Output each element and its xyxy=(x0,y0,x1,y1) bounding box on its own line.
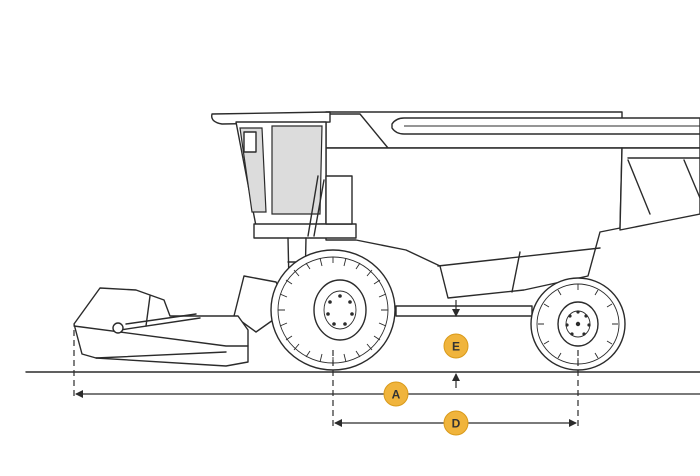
tower xyxy=(325,175,353,225)
reel-hub xyxy=(112,322,124,334)
reel-arm xyxy=(119,317,201,331)
header-lower-edge xyxy=(95,351,227,359)
rear-line-2 xyxy=(683,159,700,199)
rear-wheel xyxy=(530,277,626,371)
label-badge-e: E xyxy=(443,333,469,359)
combine-harvester xyxy=(73,111,700,371)
header-upper xyxy=(73,287,249,367)
label-badge-a: A xyxy=(383,381,409,407)
cab-mirror xyxy=(243,131,257,153)
axle-beam xyxy=(395,305,533,317)
label-d: D xyxy=(452,417,461,431)
label-a: A xyxy=(392,388,401,402)
front-wheel xyxy=(270,249,396,371)
reel-arm-2 xyxy=(125,313,197,325)
tower-strut xyxy=(307,175,325,237)
label-e: E xyxy=(452,340,460,354)
label-badge-d: D xyxy=(443,410,469,436)
body-panel-line-2 xyxy=(511,251,521,293)
cab-window-side xyxy=(271,125,323,215)
cab-platform xyxy=(253,223,357,239)
rear-line-3 xyxy=(627,159,651,215)
header-blade xyxy=(73,325,249,347)
header xyxy=(73,287,249,367)
rear-section xyxy=(619,147,700,231)
